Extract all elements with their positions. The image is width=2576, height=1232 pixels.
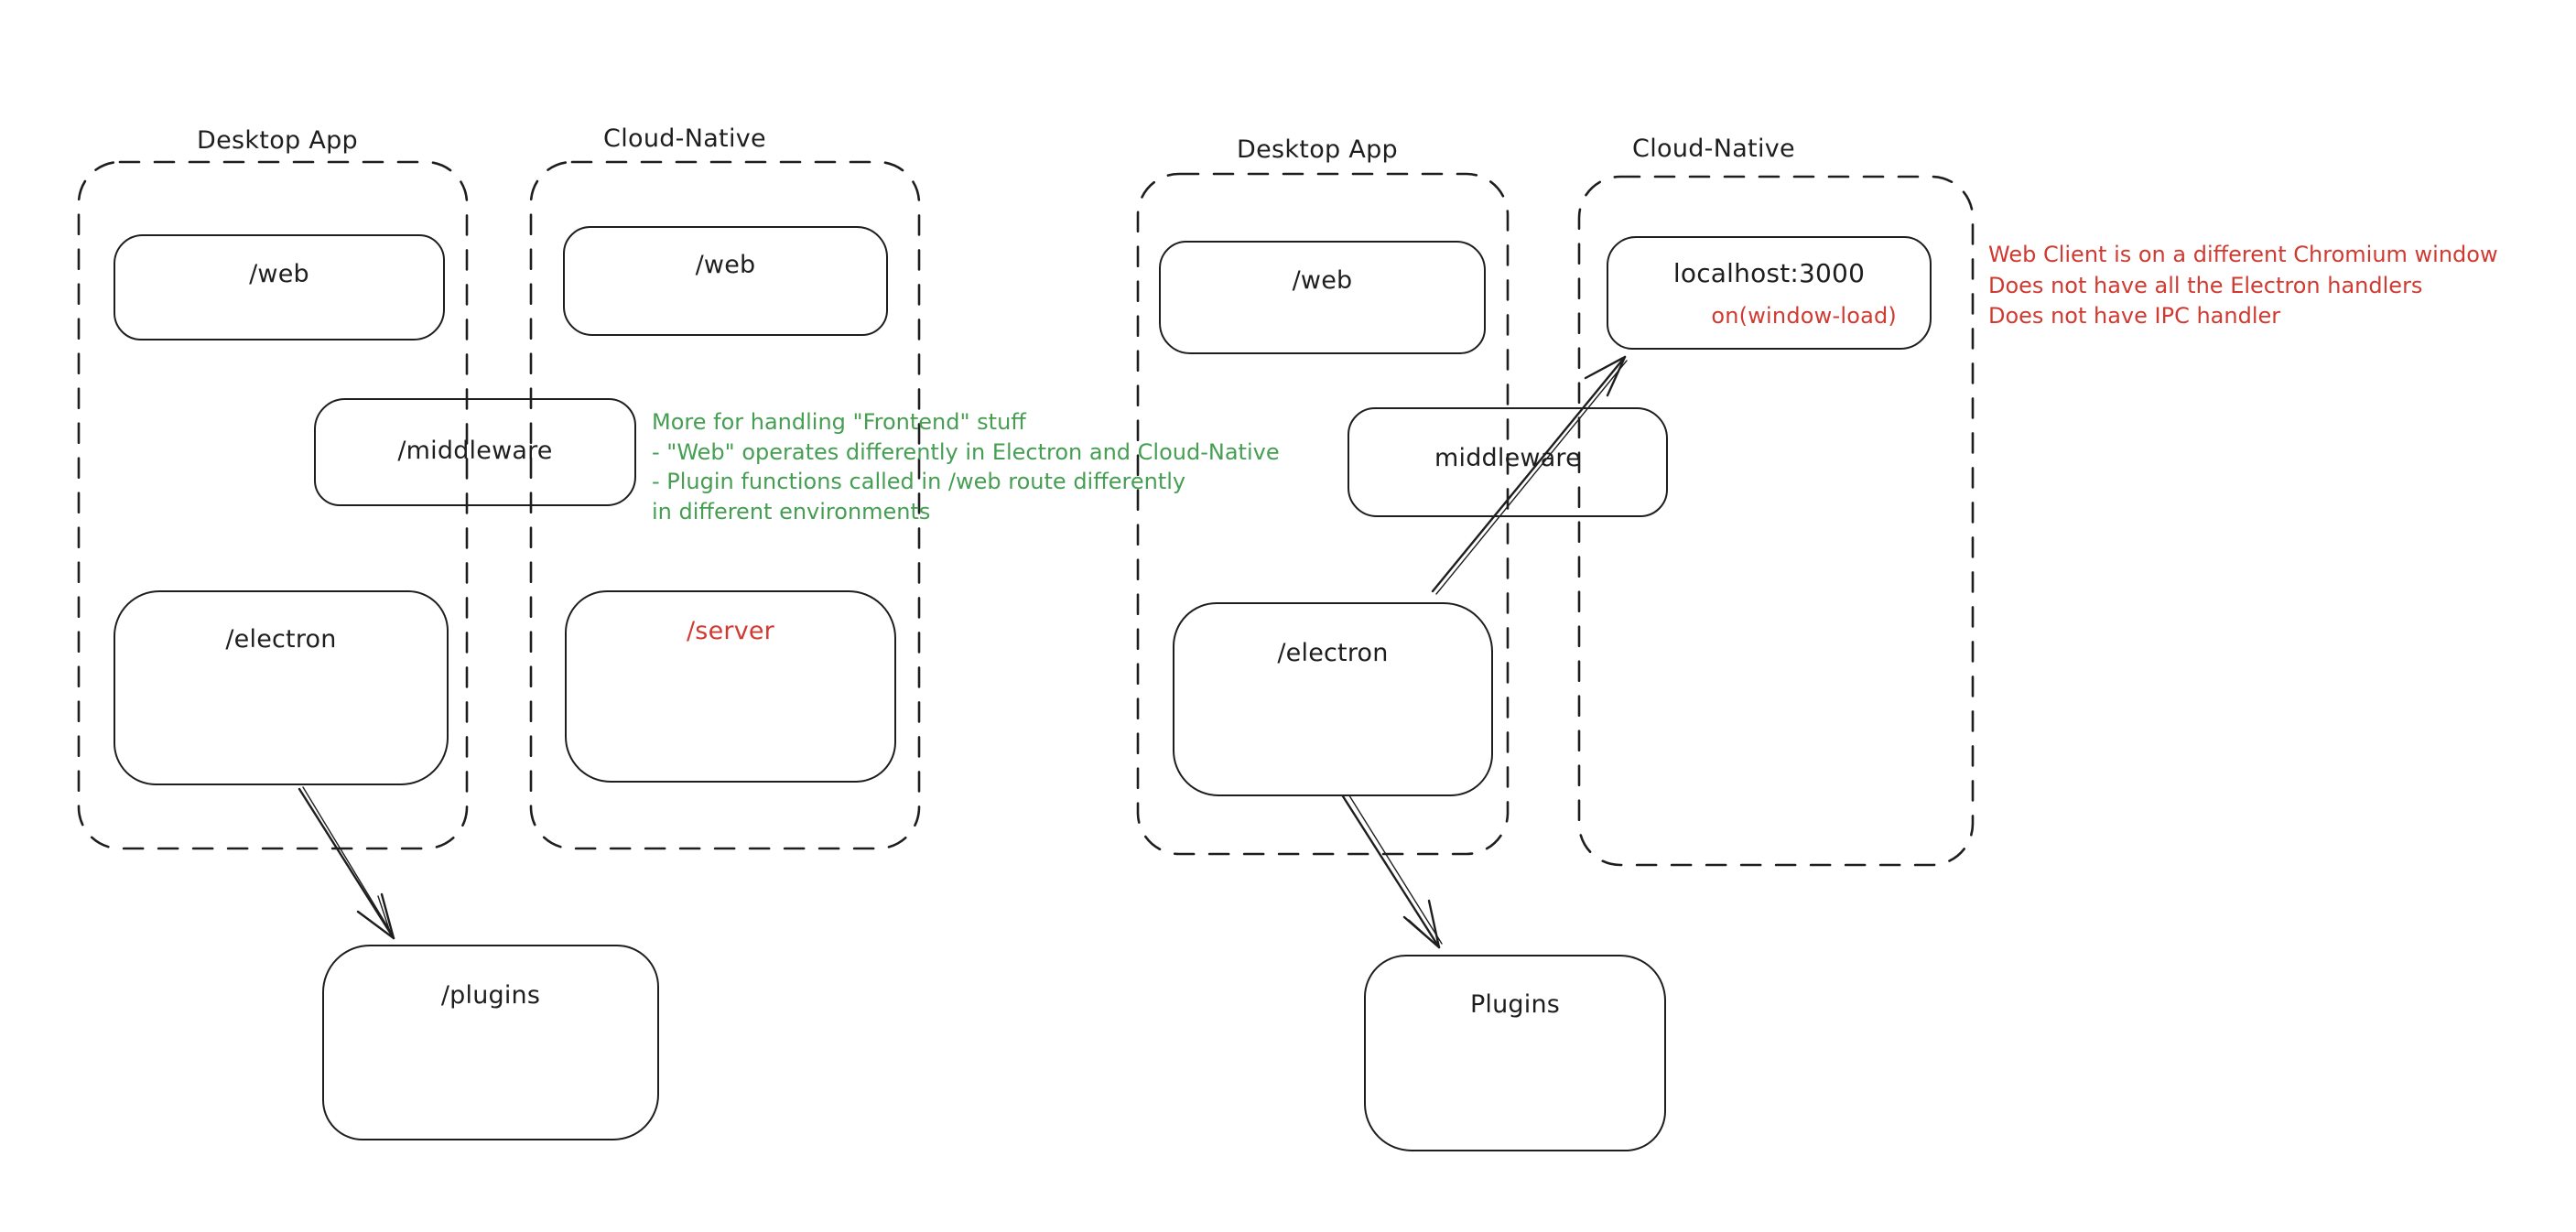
right-electron-box[interactable]: /electron bbox=[1173, 602, 1493, 796]
green-annotation-line4: in different environments bbox=[652, 498, 931, 524]
right-cloud-native-container[interactable] bbox=[1577, 175, 1975, 867]
left-electron-box[interactable]: /electron bbox=[114, 590, 449, 785]
arrow-electron-to-plugins-left bbox=[298, 786, 395, 940]
left-web-desktop-label: /web bbox=[249, 260, 309, 288]
right-electron-label: /electron bbox=[1277, 639, 1389, 667]
right-cloud-native-title: Cloud-Native bbox=[1632, 135, 1795, 163]
right-plugins-box[interactable]: Plugins bbox=[1364, 955, 1666, 1151]
right-middleware-label: middleware bbox=[1434, 444, 1581, 472]
left-web-desktop-box[interactable]: /web bbox=[114, 234, 445, 340]
red-annotation-line1: Web Client is on a different Chromium wi… bbox=[1988, 242, 2498, 267]
left-cloud-native-title: Cloud-Native bbox=[603, 124, 766, 153]
right-localhost-box[interactable]: localhost:3000 on(window-load) bbox=[1607, 236, 1932, 350]
left-web-cloud-box[interactable]: /web bbox=[563, 226, 888, 336]
left-server-box[interactable]: /server bbox=[565, 590, 896, 783]
left-plugins-label: /plugins bbox=[440, 981, 541, 1010]
right-middleware-box[interactable]: middleware bbox=[1348, 407, 1668, 517]
left-web-cloud-label: /web bbox=[695, 251, 756, 279]
right-plugins-label: Plugins bbox=[1469, 990, 1561, 1019]
left-middleware-box[interactable]: /middleware bbox=[314, 398, 636, 506]
right-web-label: /web bbox=[1292, 266, 1353, 295]
red-annotation-line2: Does not have all the Electron handlers bbox=[1988, 272, 2423, 298]
right-web-box[interactable]: /web bbox=[1159, 241, 1486, 354]
left-plugins-box[interactable]: /plugins bbox=[322, 945, 659, 1140]
red-annotation: Web Client is on a different Chromium wi… bbox=[1988, 240, 2498, 332]
left-electron-label: /electron bbox=[225, 625, 337, 654]
right-desktop-app-title: Desktop App bbox=[1237, 135, 1398, 164]
red-annotation-line3: Does not have IPC handler bbox=[1988, 303, 2281, 329]
left-middleware-label: /middleware bbox=[397, 437, 553, 465]
green-annotation-line2: - "Web" operates differently in Electron… bbox=[652, 438, 1280, 465]
right-on-window-load-label: on(window-load) bbox=[1711, 303, 1897, 329]
right-localhost-label: localhost:3000 bbox=[1672, 258, 1866, 288]
left-desktop-app-title: Desktop App bbox=[197, 126, 358, 155]
green-annotation-line1: More for handling "Frontend" stuff bbox=[652, 409, 1026, 435]
arrow-electron-to-plugins-right bbox=[1341, 792, 1443, 949]
arrow-electron-to-localhost-right bbox=[1431, 355, 1628, 595]
green-annotation-line3: - Plugin functions called in /web route … bbox=[652, 469, 1186, 494]
left-server-label: /server bbox=[687, 617, 774, 645]
green-annotation: More for handling "Frontend" stuff - "We… bbox=[652, 407, 1280, 526]
right-desktop-app-container[interactable] bbox=[1136, 172, 1510, 856]
